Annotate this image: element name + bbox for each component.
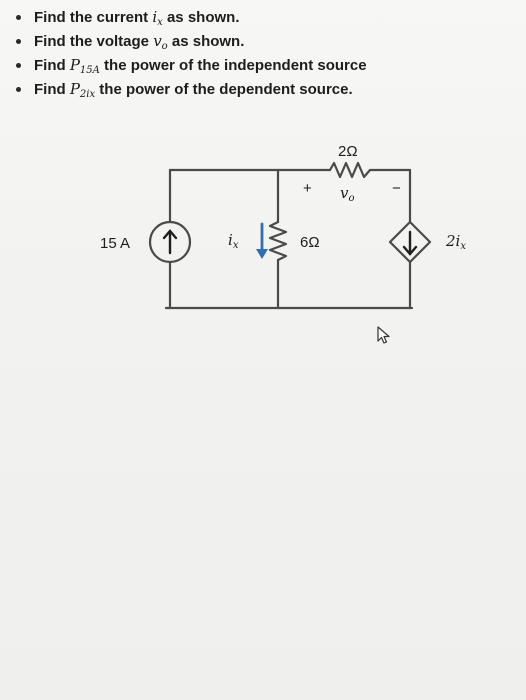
task-text: Find (34, 81, 70, 98)
task-symbol: i (152, 8, 158, 26)
cursor-icon (377, 326, 390, 344)
task-text: Find the current (34, 9, 153, 26)
vo-label: vo (340, 184, 355, 204)
current-source-label: 15 A (100, 235, 130, 252)
task-text: as shown. (162, 9, 240, 26)
dependent-source-label: 2ix (445, 232, 466, 252)
task-symbol: P (69, 80, 80, 98)
up-arrow-icon (162, 229, 178, 255)
task-symbol: P (69, 56, 80, 74)
task-item-power-independent: Find P15A the power of the independent s… (12, 56, 367, 80)
plus-sign: + (303, 180, 312, 197)
down-arrow-icon (402, 230, 418, 256)
resistor-6ohm (268, 220, 288, 262)
ix-arrow-icon (256, 222, 268, 259)
task-symbol: v (153, 32, 162, 50)
task-symbol-sub: o (161, 41, 168, 52)
resistor-mid-label: 6Ω (300, 234, 320, 251)
task-text: Find (34, 57, 70, 74)
task-item-power-dependent: Find P2ix the power of the dependent sou… (12, 80, 367, 104)
task-symbol-sub: 2ix (79, 89, 96, 100)
minus-sign: − (392, 180, 401, 197)
task-symbol-sub: x (157, 17, 163, 28)
task-text: the power of the independent source (99, 57, 367, 74)
task-text: the power of the dependent source. (95, 81, 353, 98)
task-text: Find the voltage (34, 33, 154, 50)
resistor-2ohm (328, 161, 372, 179)
dependent-source (388, 220, 432, 264)
task-list: Find the current ix as shown. Find the v… (12, 8, 367, 104)
task-text: as shown. (167, 33, 245, 50)
task-item-current: Find the current ix as shown. (12, 8, 367, 32)
task-item-voltage: Find the voltage vo as shown. (12, 32, 367, 56)
resistor-top-label: 2Ω (338, 143, 358, 160)
current-source-15a (148, 220, 192, 264)
task-symbol-sub: 15A (79, 65, 100, 76)
ix-label: ix (228, 231, 239, 251)
